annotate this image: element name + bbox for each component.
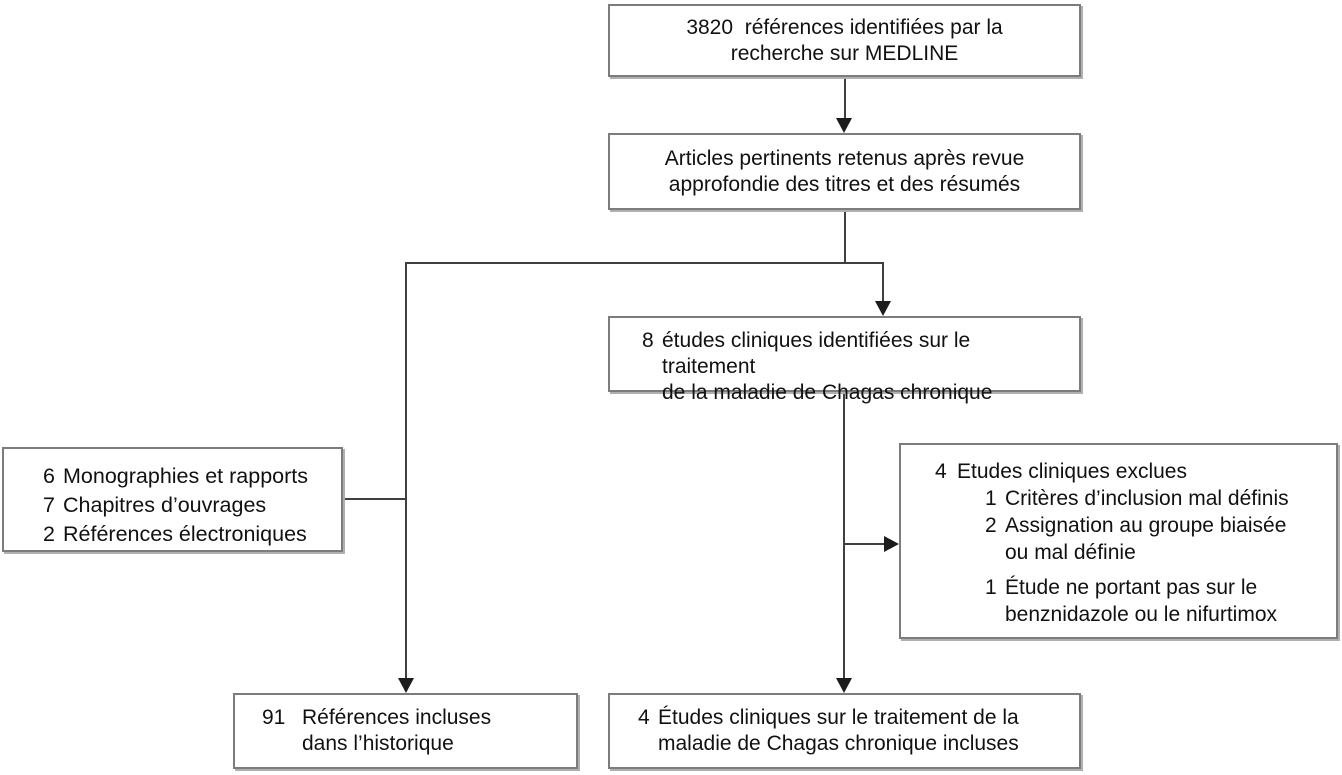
- other-sources-item-text: Chapitres d’ouvrages: [63, 493, 267, 517]
- studies-included-count: 4: [638, 706, 650, 729]
- excluded-count: 4: [935, 460, 947, 483]
- box-clinical-studies-identified: 8 études cliniques identifiées sur le tr…: [608, 316, 1081, 404]
- other-sources-item: 7 Chapitres d’ouvrages: [43, 491, 335, 520]
- arrowhead-into-articles-icon: [836, 118, 852, 133]
- other-sources-item-text: Références électroniques: [63, 522, 307, 546]
- excluded-header-text: Etudes cliniques exclues: [957, 460, 1187, 483]
- excluded-reason-count: 1: [985, 576, 997, 599]
- excluded-reason-count: 2: [985, 514, 997, 537]
- connector-studies-to-included: [843, 392, 845, 680]
- studies-identified-text: études cliniques identifiées sur le trai…: [662, 329, 993, 404]
- connector-branch-horizontal: [406, 262, 884, 264]
- box-studies-excluded: 4 Etudes cliniques exclues 1 Critères d’…: [899, 443, 1338, 639]
- box-studies-included: 4 Études cliniques sur le traitement de …: [608, 693, 1081, 769]
- other-sources-item-text: Monographies et rapports: [63, 464, 309, 488]
- arrowhead-into-studies-identified-icon: [875, 301, 891, 316]
- connector-other-sources-join: [343, 498, 406, 500]
- studies-included-text: Études cliniques sur le traitement de la…: [658, 706, 1019, 755]
- excluded-reason-text: Étude ne portant pas sur le benznidazole…: [1005, 576, 1277, 626]
- connector-medline-to-articles: [844, 77, 846, 121]
- excluded-reason-item: 1 Critères d’inclusion mal définis: [985, 485, 1328, 512]
- other-sources-item: 6 Monographies et rapports: [43, 462, 335, 491]
- connector-to-excluded: [844, 543, 886, 545]
- other-sources-item-count: 7: [43, 493, 55, 517]
- box-medline-text: 3820 références identifiées par la reche…: [686, 15, 1003, 65]
- excluded-reason-count: 1: [985, 487, 997, 510]
- other-sources-item-count: 2: [43, 522, 55, 546]
- studies-identified-count: 8: [642, 329, 654, 352]
- arrowhead-into-studies-included-icon: [836, 678, 852, 693]
- arrowhead-into-references-included-icon: [398, 678, 414, 693]
- excluded-reason-text: Assignation au groupe biaisée ou mal déf…: [1005, 514, 1287, 564]
- excluded-reason-item: 1 Étude ne portant pas sur le benznidazo…: [985, 574, 1328, 628]
- connector-to-studies-identified: [882, 262, 884, 303]
- box-medline-references: 3820 références identifiées par la reche…: [608, 4, 1081, 77]
- references-included-text: Références incluses dans l’historique: [302, 706, 492, 755]
- other-sources-item: 2 Références électroniques: [43, 520, 335, 549]
- references-included-count: 91: [262, 706, 286, 729]
- connector-left-vertical: [405, 262, 407, 680]
- box-articles-text: Articles pertinents retenus après revue …: [664, 146, 1025, 196]
- excluded-header: 4 Etudes cliniques exclues: [935, 458, 1328, 485]
- excluded-reason-item: 2 Assignation au groupe biaisée ou mal d…: [985, 512, 1328, 566]
- box-articles-retained: Articles pertinents retenus après revue …: [608, 133, 1081, 210]
- connector-articles-down: [844, 210, 846, 264]
- other-sources-item-count: 6: [43, 464, 55, 488]
- box-references-included: 91 Références incluses dans l’historique: [233, 693, 578, 769]
- box-other-sources: 6 Monographies et rapports 7 Chapitres d…: [2, 447, 343, 552]
- arrowhead-into-excluded-icon: [884, 536, 899, 552]
- excluded-reason-text: Critères d’inclusion mal définis: [1005, 487, 1289, 510]
